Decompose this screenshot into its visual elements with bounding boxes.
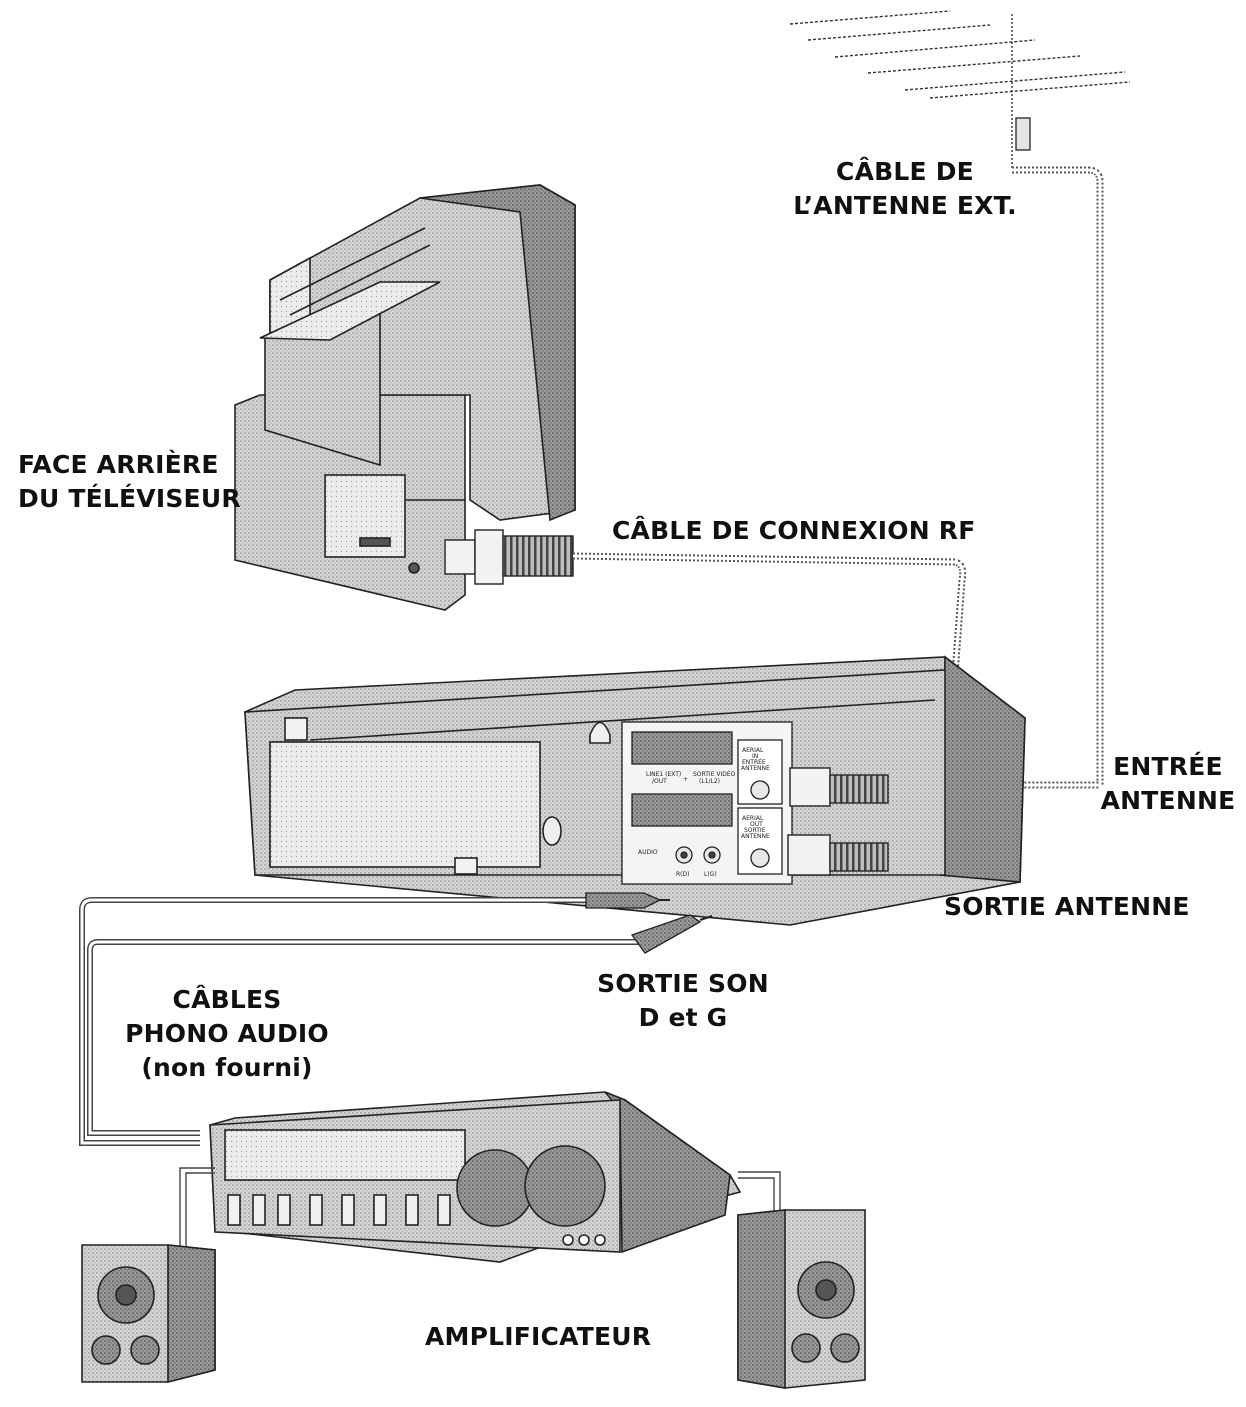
aerial-out-connector [787, 834, 889, 876]
antenna-in-label: ENTRÉE ANTENNE [1098, 750, 1238, 818]
amplifier-label: AMPLIFICATEUR [425, 1322, 652, 1351]
audio-cables [79, 897, 640, 1146]
scart1-right-label: SORTIE VIDÉO [693, 770, 736, 778]
aerial-in-connector [789, 767, 889, 807]
television-back [234, 184, 576, 611]
rf-connector-tv [444, 529, 574, 585]
aerial-in-line4: ANTENNE [741, 765, 770, 772]
rf-cable-label: CÂBLE DE CONNEXION RF [612, 516, 976, 545]
antenna-out-label: SORTIE ANTENNE [944, 892, 1190, 921]
aerial-out-socket [750, 848, 770, 868]
antenna-cable-label-line2: L’ANTENNE EXT. [793, 191, 1017, 220]
amp-knob-left [456, 1149, 534, 1227]
tv-back-label-line2: DU TÉLÉVISEUR [18, 484, 241, 513]
phono-cables-label-line2: PHONO AUDIO [125, 1019, 329, 1048]
tv-back-label: FACE ARRIÈRE DU TÉLÉVISEUR [18, 448, 241, 516]
antenna-in-label-line1: ENTRÉE [1113, 752, 1223, 781]
vcr-panel-text: LINE1 (EXT) /OUT + SORTIE VIDÉO (L1/L2) … [638, 747, 770, 878]
aerial-out-line2: OUT [750, 821, 763, 828]
audio-label: AUDIO [638, 849, 658, 856]
phono-cables-label: CÂBLES PHONO AUDIO (non fourni) [112, 983, 342, 1085]
phono-cables-label-line3: (non fourni) [141, 1053, 313, 1082]
phono-cables-label-line1: CÂBLES [172, 985, 282, 1014]
aerial-in-socket [750, 780, 770, 800]
audio-out-label-line1: SORTIE SON [597, 969, 769, 998]
antenna-in-label-line2: ANTENNE [1100, 786, 1236, 815]
scart1-right-label-line2: (L1/L2) [699, 778, 720, 785]
scart1-label-line2: /OUT [652, 778, 667, 785]
aerial-in-line1: AERIAL [742, 747, 764, 754]
vcr-connector-panel [621, 721, 793, 885]
antenna-cable-label-line1: CÂBLE DE [836, 157, 974, 186]
amp-knob-right [524, 1145, 606, 1227]
aerial-in-line3: ENTRÉE [742, 758, 766, 766]
scart-plus: + [683, 776, 688, 783]
scart-socket-2 [631, 793, 733, 827]
outdoor-antenna [789, 10, 1131, 170]
aerial-out-line4: ANTENNE [741, 833, 770, 840]
aerial-out-line1: AERIAL [742, 815, 764, 822]
aerial-out-line3: SORTIE [744, 827, 766, 834]
audio-l-label: L(G) [704, 871, 717, 878]
speaker-wires [179, 1167, 781, 1248]
amplifier-device [209, 1091, 742, 1263]
left-speaker [81, 1244, 216, 1384]
audio-out-label: SORTIE SON D et G [588, 967, 778, 1035]
antenna-cable-label: CÂBLE DE L’ANTENNE EXT. [775, 155, 1035, 223]
tv-back-label-line1: FACE ARRIÈRE [18, 450, 219, 479]
audio-out-label-line2: D et G [638, 1003, 728, 1032]
phono-plugs [585, 892, 713, 954]
aerial-in-line2: IN [752, 753, 758, 760]
right-speaker [737, 1209, 866, 1389]
scart-socket-1 [631, 731, 733, 765]
audio-r-label: R(D) [676, 871, 689, 878]
scart1-label: LINE1 (EXT) [646, 771, 681, 778]
